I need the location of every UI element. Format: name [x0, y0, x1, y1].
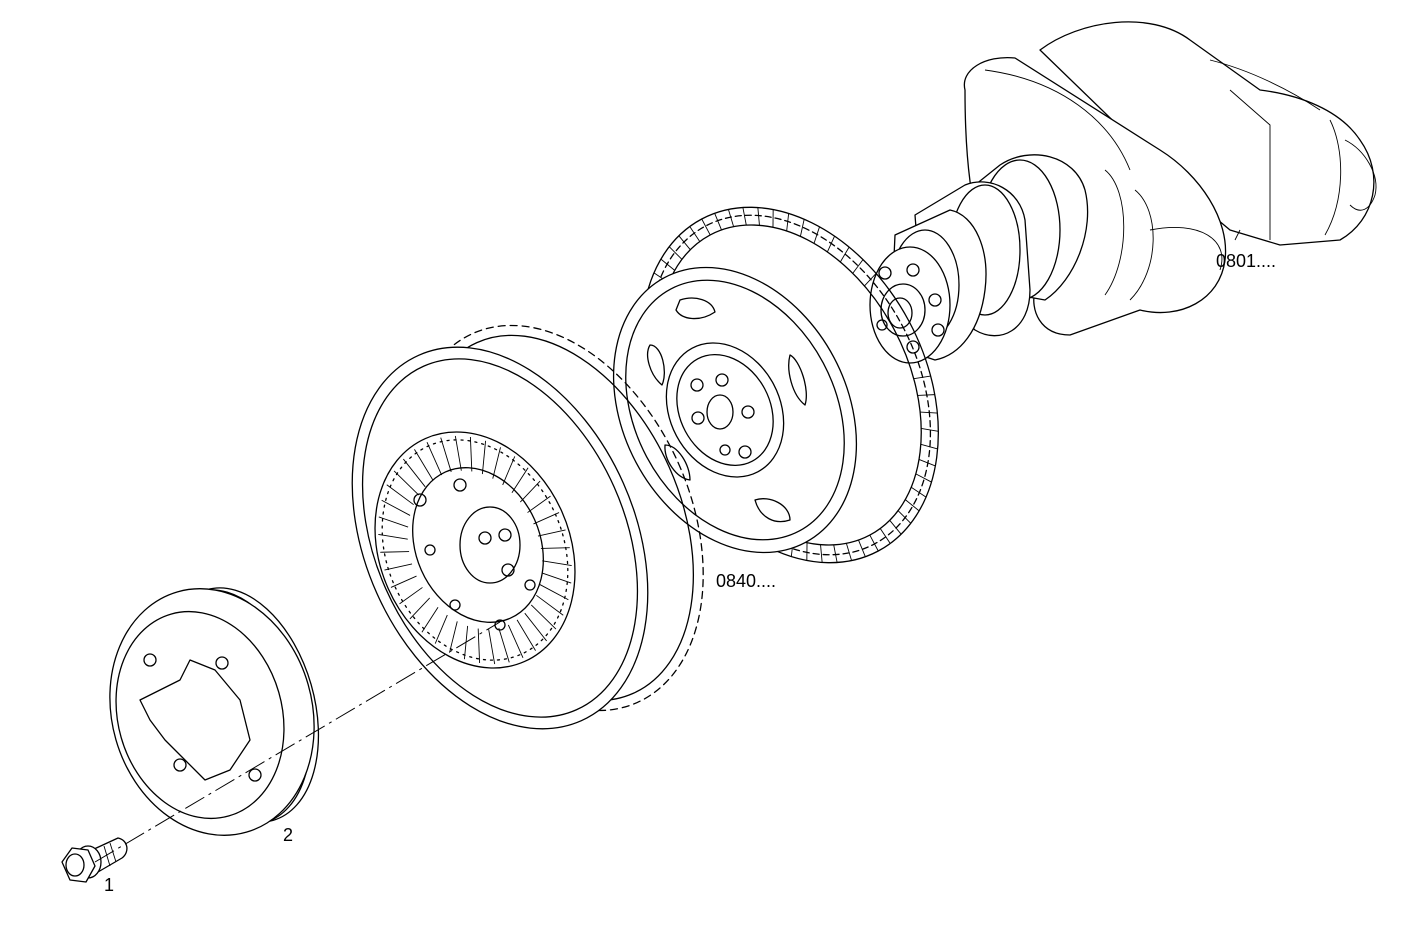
crankshaft-leader	[1234, 229, 1241, 241]
damper-fins	[378, 435, 572, 665]
crankshaft	[869, 21, 1377, 364]
callout-bolt: 1	[104, 875, 115, 895]
callout-damper-group: 0840....	[716, 571, 777, 591]
vibration-damper	[351, 324, 704, 730]
callout-crankshaft-group: 0801....	[1216, 251, 1277, 271]
assembly-axis-line	[94, 621, 501, 863]
pulley	[109, 587, 320, 836]
callout-pulley: 2	[283, 825, 294, 845]
bolt	[61, 837, 128, 883]
toothed-wheel	[612, 206, 939, 564]
